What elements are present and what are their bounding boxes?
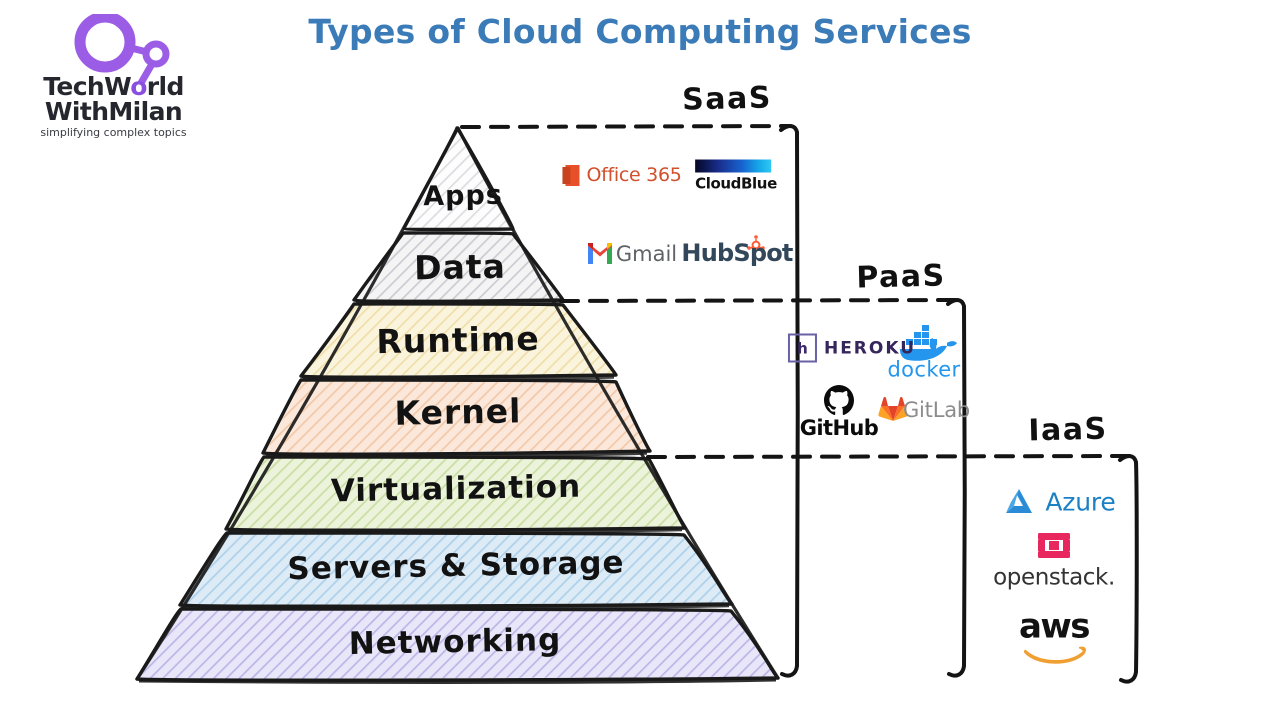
brand-hubspot: HubSpot bbox=[681, 239, 793, 267]
logo-word-line2: WithMilan bbox=[44, 97, 183, 126]
logo-word-part-1: TechW bbox=[43, 72, 131, 101]
pyramid-label-virtualization: Virtualization bbox=[330, 468, 582, 510]
brand-label: docker bbox=[887, 357, 961, 382]
pyramid-label-servers-storage: Servers & Storage bbox=[287, 544, 625, 588]
paas-bracket bbox=[559, 298, 967, 678]
logo-word-part-2: rld bbox=[146, 72, 185, 101]
gitlab-tanuki-icon bbox=[878, 397, 908, 421]
pyramid-label-runtime: Runtime bbox=[376, 318, 540, 362]
pyramid-layer-networking bbox=[135, 607, 780, 684]
gmail-envelope-icon bbox=[588, 243, 612, 264]
pyramid-label-kernel: Kernel bbox=[394, 391, 522, 433]
pyramid-label-networking: Networking bbox=[348, 621, 562, 663]
pyramid-layer-kernel bbox=[261, 378, 652, 458]
heroku-icon: h bbox=[787, 333, 817, 363]
brand-gitlab: GitLab bbox=[868, 398, 970, 422]
brand-label: Gmail bbox=[615, 242, 678, 266]
logo-word-accent: o bbox=[130, 72, 147, 101]
pyramid-layer-servers-storage bbox=[178, 531, 734, 610]
brand-label: Azure bbox=[1045, 487, 1116, 517]
brand-label: HEROKU bbox=[823, 338, 917, 358]
category-label-paas: PaaS bbox=[855, 258, 947, 296]
iaas-bracket bbox=[646, 454, 1139, 684]
brand-office-365: Office 365 bbox=[562, 164, 682, 186]
brand-logo: TechWorld WithMilan simplifying complex … bbox=[20, 14, 201, 139]
brand-label: openstack. bbox=[993, 564, 1115, 591]
cloudblue-gradient-bar-icon bbox=[695, 159, 772, 173]
aws-smile-arrow-icon bbox=[1023, 646, 1086, 664]
logo-wordmark: TechWorld WithMilan bbox=[26, 74, 201, 124]
hubspot-sprocket-icon bbox=[747, 235, 765, 250]
category-label-saas: SaaS bbox=[681, 80, 773, 118]
brand-label: aws bbox=[1018, 606, 1091, 647]
logo-tagline: simplifying complex topics bbox=[40, 126, 187, 139]
azure-a-icon bbox=[1006, 489, 1032, 513]
brand-cloudblue: CloudBlue bbox=[695, 159, 777, 193]
brand-label: GitHub bbox=[799, 416, 879, 440]
brand-label: CloudBlue bbox=[695, 174, 777, 193]
github-octocat-icon bbox=[824, 385, 854, 416]
brand-label: GitLab bbox=[902, 398, 971, 422]
page-title: Types of Cloud Computing Services bbox=[308, 12, 972, 51]
pyramid-outline bbox=[135, 126, 780, 681]
brand-aws: aws bbox=[1018, 606, 1091, 661]
pyramid-layer-data bbox=[352, 231, 565, 305]
brand-gmail: Gmail bbox=[583, 242, 677, 266]
office-365-icon bbox=[562, 164, 580, 186]
brand-label: HubSpot bbox=[681, 239, 793, 267]
pyramid-label-data: Data bbox=[413, 246, 507, 288]
pyramid-layer-apps bbox=[402, 126, 515, 232]
node-network-icon bbox=[74, 14, 170, 84]
brand-github: GitHub bbox=[799, 384, 879, 440]
pyramid-layer-runtime bbox=[299, 302, 618, 381]
category-label-iaas: IaaS bbox=[1027, 411, 1109, 449]
saas-bracket bbox=[460, 124, 800, 678]
brand-label: Office 365 bbox=[586, 164, 682, 186]
openstack-square-icon bbox=[1038, 533, 1070, 558]
brand-docker: docker bbox=[887, 323, 960, 382]
pyramid-label-apps: Apps bbox=[422, 179, 504, 213]
brand-openstack: openstack. bbox=[993, 534, 1115, 591]
brand-heroku: h HEROKU bbox=[787, 333, 917, 363]
brand-azure: Azure bbox=[1008, 488, 1115, 517]
docker-whale-icon bbox=[899, 325, 957, 361]
